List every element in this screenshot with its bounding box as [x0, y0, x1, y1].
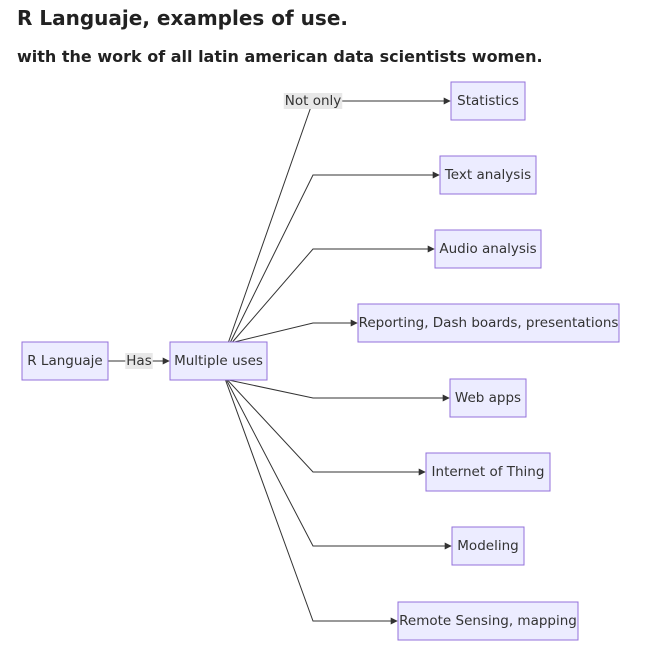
node-box — [434, 229, 542, 269]
node-box — [21, 341, 109, 381]
node-root: R Languaje — [21, 341, 109, 381]
node-label: Web apps — [455, 390, 521, 406]
node-label: Text analysis — [444, 167, 531, 183]
node-text-analysis: Text analysis — [439, 155, 537, 195]
node-box — [357, 303, 620, 343]
edge-hub-to-text-analysis — [230, 171, 440, 343]
edge-label-has: Has — [126, 353, 151, 369]
node-label: Statistics — [457, 93, 519, 109]
edge-hub-to-internet-of-thing — [227, 379, 426, 476]
node-audio-analysis: Audio analysis — [434, 229, 542, 269]
node-label: R Languaje — [27, 353, 102, 369]
node-statistics: Statistics — [450, 81, 526, 121]
node-label: Audio analysis — [439, 241, 536, 257]
node-label: Remote Sensing, mapping — [399, 613, 577, 629]
node-box — [449, 378, 527, 418]
node-box — [425, 452, 551, 492]
edge-hub-to-audio-analysis — [232, 245, 435, 343]
node-label: Internet of Thing — [432, 464, 545, 480]
node-label: Multiple uses — [174, 353, 263, 369]
node-remote-sensing: Remote Sensing, mapping — [397, 601, 579, 641]
edge-label-has-bg — [125, 353, 153, 369]
node-modeling: Modeling — [451, 526, 525, 566]
node-web-apps: Web apps — [449, 378, 527, 418]
node-box — [397, 601, 579, 641]
edge-label-statistics-bg — [283, 93, 343, 109]
page-title: R Languaje, examples of use. — [17, 6, 348, 30]
edge-label-statistics: Not only — [285, 93, 342, 109]
edge-hub-to-remote-sensing — [225, 379, 398, 625]
edge-hub-to-web-apps — [228, 379, 450, 402]
node-hub: Multiple uses — [169, 341, 268, 381]
node-internet-of-thing: Internet of Thing — [425, 452, 551, 492]
page-subtitle: with the work of all latin american data… — [17, 47, 543, 66]
node-label: Reporting, Dash boards, presentations — [359, 315, 619, 331]
node-box — [439, 155, 537, 195]
edge-hub-to-reporting — [234, 319, 358, 343]
node-label: Modeling — [457, 538, 518, 554]
edge-hub-to-modeling — [226, 379, 452, 550]
node-box — [451, 526, 525, 566]
node-reporting: Reporting, Dash boards, presentations — [357, 303, 620, 343]
node-box — [450, 81, 526, 121]
node-box — [169, 341, 268, 381]
